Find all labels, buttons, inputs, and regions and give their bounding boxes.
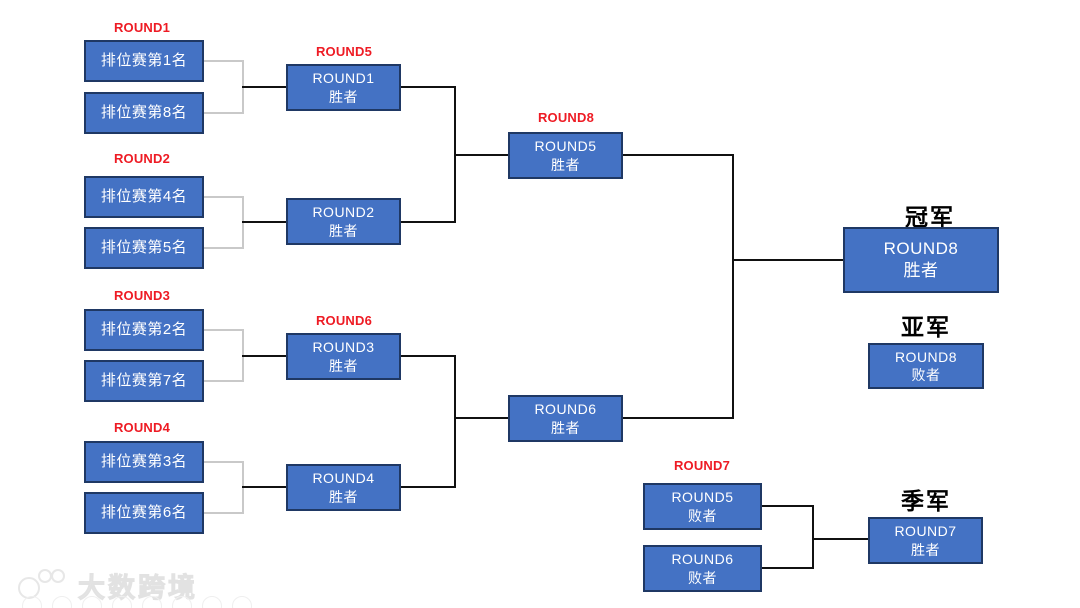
match-round: ROUND6 [534,401,597,418]
connector-line [623,417,734,419]
match-round: ROUND5 [534,138,597,155]
match-box-round5-loser: ROUND5 败者 [643,483,762,530]
seed-box-rank7: 排位赛第7名 [84,360,204,402]
match-box-round4-winner: ROUND4 胜者 [286,464,401,511]
connector-line [812,538,868,540]
match-box-round6-loser: ROUND6 败者 [643,545,762,592]
match-box-round2-winner: ROUND2 胜者 [286,198,401,245]
watermark-circles-decoration [22,596,252,608]
connector-line [454,154,508,156]
match-box-round3-winner: ROUND3 胜者 [286,333,401,380]
match-result: 败者 [911,367,941,383]
round2-label: ROUND2 [113,151,171,166]
match-box-round8-loser: ROUND8 败者 [868,343,984,389]
match-result: 败者 [688,569,717,586]
seed-label: 排位赛第6名 [100,504,188,522]
match-result: 胜者 [903,261,939,280]
match-result: 胜者 [329,222,358,239]
seed-label: 排位赛第7名 [100,372,188,390]
match-round: ROUND8 [883,238,959,258]
connector-line [762,505,812,507]
match-box-round7-winner: ROUND7 胜者 [868,517,983,564]
seed-label: 排位赛第5名 [100,239,188,257]
connector-line [242,486,286,488]
round7-label: ROUND7 [673,458,731,473]
match-result: 胜者 [551,419,580,436]
match-round: ROUND7 [894,523,957,540]
match-result: 胜者 [329,88,358,105]
match-box-round6-winner: ROUND6 胜者 [508,395,623,442]
connector-line [454,355,456,488]
match-result: 胜者 [551,156,580,173]
connector-line [401,355,455,357]
round4-label: ROUND4 [113,420,171,435]
match-round: ROUND2 [312,204,375,221]
third-place-title: 季军 [901,488,951,514]
match-round: ROUND3 [312,339,375,356]
match-box-round8-winner: ROUND8 胜者 [843,227,999,293]
connector-line [204,512,244,514]
match-round: ROUND5 [671,489,734,506]
seed-box-rank6: 排位赛第6名 [84,492,204,534]
connector-line [204,196,244,198]
match-box-round5-winner: ROUND5 胜者 [508,132,623,179]
match-result: 胜者 [329,357,358,374]
connector-line [454,417,508,419]
connector-line [732,154,734,419]
connector-line [204,247,244,249]
match-result: 胜者 [329,488,358,505]
match-result: 胜者 [911,541,940,558]
connector-line [401,86,455,88]
round3-label: ROUND3 [113,288,171,303]
round5-label: ROUND5 [315,44,373,59]
round6-label: ROUND6 [315,313,373,328]
connector-line [204,461,244,463]
connector-line [812,505,814,569]
seed-box-rank1: 排位赛第1名 [84,40,204,82]
seed-label: 排位赛第8名 [100,104,188,122]
connector-line [204,60,244,62]
seed-box-rank5: 排位赛第5名 [84,227,204,269]
connector-line [242,221,286,223]
seed-label: 排位赛第2名 [100,321,188,339]
seed-box-rank4: 排位赛第4名 [84,176,204,218]
seed-box-rank8: 排位赛第8名 [84,92,204,134]
connector-line [242,355,286,357]
seed-label: 排位赛第3名 [100,453,188,471]
seed-label: 排位赛第1名 [100,52,188,70]
seed-label: 排位赛第4名 [100,188,188,206]
connector-line [623,154,734,156]
connector-line [762,567,812,569]
match-round: ROUND1 [312,70,375,87]
connector-line [204,329,244,331]
champion-title: 冠军 [905,204,955,230]
connector-line [401,221,455,223]
round8-label: ROUND8 [537,110,595,125]
runner-up-title: 亚军 [901,314,951,340]
seed-box-rank2: 排位赛第2名 [84,309,204,351]
connector-line [401,486,455,488]
connector-line [204,112,244,114]
match-box-round1-winner: ROUND1 胜者 [286,64,401,111]
seed-box-rank3: 排位赛第3名 [84,441,204,483]
match-result: 败者 [688,507,717,524]
round1-label: ROUND1 [113,20,171,35]
match-round: ROUND4 [312,470,375,487]
connector-line [204,380,244,382]
connector-line [242,86,286,88]
connector-line [732,259,843,261]
match-round: ROUND8 [894,348,958,365]
match-round: ROUND6 [671,551,734,568]
